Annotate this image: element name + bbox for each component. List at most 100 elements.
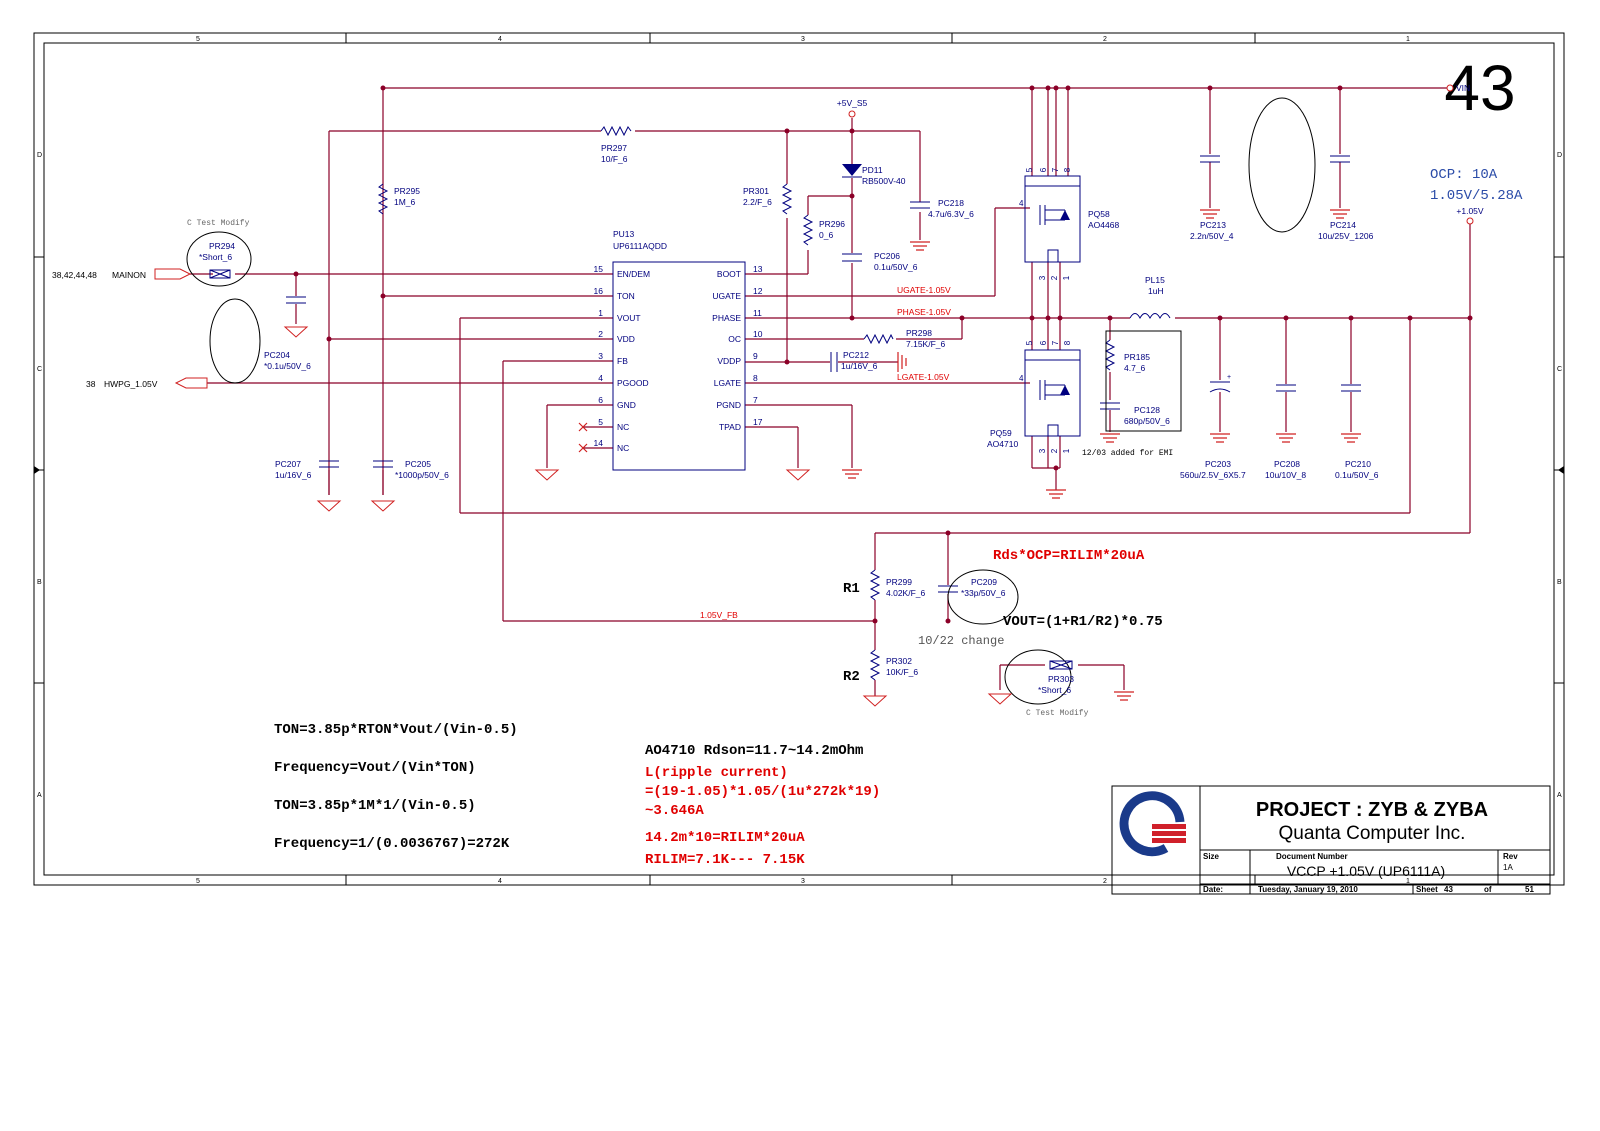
svg-text:+: + <box>1227 374 1231 381</box>
pc205-ref: PC205 <box>405 459 431 469</box>
pr298-val: 7.15K/F_6 <box>906 339 945 349</box>
pr294-note: C Test Modify <box>187 219 250 228</box>
ic-pin-name-pgood: PGOOD <box>617 378 649 388</box>
pc208-symbol <box>1276 384 1296 392</box>
pc128-symbol <box>1100 402 1120 410</box>
note-frequency-formula: Frequency=Vout/(Vin*TON) <box>274 760 476 776</box>
pr297-val: 10/F_6 <box>601 154 628 164</box>
pc206-ref: PC206 <box>874 251 900 261</box>
pc218-ref: PC218 <box>938 198 964 208</box>
vin-label: VIN <box>1456 83 1470 93</box>
gnd-pc205 <box>370 500 396 512</box>
ic-pin-num-16: 16 <box>594 286 604 296</box>
ic-pin-num-3: 3 <box>598 351 603 361</box>
border-col-5-top: 5 <box>196 36 200 43</box>
ic-pin-num-12: 12 <box>753 286 763 296</box>
rev-value: 1A <box>1503 863 1513 872</box>
pr301-val: 2.2/F_6 <box>743 197 772 207</box>
ic-pin-num-13: 13 <box>753 264 763 274</box>
pq58-pin-7: 7 <box>1051 167 1060 172</box>
pc204-val: *0.1u/50V_6 <box>264 361 311 371</box>
pc210-ref: PC210 <box>1345 459 1371 469</box>
v105-port: +1.05V <box>1456 206 1484 225</box>
ic-pin-name-nc2: NC <box>617 443 629 453</box>
pc128-val: 680p/50V_6 <box>1124 416 1170 426</box>
input-cap-mark-ellipse <box>1248 97 1316 233</box>
pr296-symbol <box>802 214 814 246</box>
pc209-symbol <box>938 585 958 593</box>
pr299-ref: PR299 <box>886 577 912 587</box>
ic-pin-num-2: 2 <box>598 329 603 339</box>
ic-pin-num-5: 5 <box>598 417 603 427</box>
pr295-symbol <box>377 183 389 215</box>
size-label: Size <box>1203 852 1220 861</box>
ic-pin-name-nc1: NC <box>617 422 629 432</box>
pc212-symbol <box>830 352 838 372</box>
pq58-ref: PQ58 <box>1088 209 1110 219</box>
pc204-ref: PC204 <box>264 350 290 360</box>
pq59-pin-6: 6 <box>1039 340 1048 345</box>
ic-pin-name-vout: VOUT <box>617 313 641 323</box>
resistor-symbols <box>377 125 1116 681</box>
net-lgate: LGATE-1.05V <box>897 372 950 382</box>
pc207-symbol <box>319 460 339 468</box>
pq59-val: AO4710 <box>987 439 1018 449</box>
ic-pin-name-fb: FB <box>617 356 628 366</box>
pq59-ref: PQ59 <box>990 428 1012 438</box>
pc204-symbol <box>286 296 306 304</box>
border-col-2-bottom: 2 <box>1103 878 1107 885</box>
mainon-label: MAINON <box>112 270 146 280</box>
vin-port: VIN <box>1446 83 1470 93</box>
pc203-symbol: + <box>1209 374 1231 393</box>
vout-equation: VOUT=(1+R1/R2)*0.75 <box>1003 614 1163 630</box>
ic-pin-num-17: 17 <box>753 417 763 427</box>
pl15-inductor <box>1129 313 1171 320</box>
gnd-pc207 <box>316 500 342 512</box>
gnd-tpad <box>785 469 811 481</box>
pq59-pin-5: 5 <box>1025 340 1034 345</box>
pr301-ref: PR301 <box>743 186 769 196</box>
pr294-val: *Short_6 <box>199 252 232 262</box>
pc203-val: 560u/2.5V_6X5.7 <box>1180 470 1246 480</box>
ic-pin-name-vddp: VDDP <box>717 356 741 366</box>
pr303-val: *Short_6 <box>1038 685 1071 695</box>
v105-label: +1.05V <box>1456 206 1484 216</box>
note-ripple-result: ~3.646A <box>645 803 704 819</box>
pgnd-symbols <box>842 209 1361 701</box>
ic-part: UP6111AQDD <box>613 241 667 251</box>
sheet-value: 43 <box>1444 885 1453 894</box>
pd11-diode <box>842 164 862 178</box>
pc214-ref: PC214 <box>1330 220 1356 230</box>
pr294-ref: PR294 <box>209 241 235 251</box>
pr302-ref: PR302 <box>886 656 912 666</box>
ic-pin-name-tpad: TPAD <box>719 422 741 432</box>
ic-pin-num-14: 14 <box>594 438 604 448</box>
pr303-ref: PR303 <box>1048 674 1074 684</box>
pq59-mosfet <box>1024 349 1081 437</box>
border-col-5-bottom: 5 <box>196 878 200 885</box>
ic-pin-num-15: 15 <box>594 264 604 274</box>
ic-pin-num-10: 10 <box>753 329 763 339</box>
sheet-number: 43 <box>1444 52 1515 124</box>
border-row-b-right: B <box>1557 579 1562 586</box>
gnd-pr303 <box>987 693 1013 705</box>
pr297-symbol <box>600 125 632 137</box>
doc-title: VCCP +1.05V (UP6111A) <box>1287 863 1445 879</box>
border-col-3-top: 3 <box>801 36 805 43</box>
title-block: PROJECT : ZYB & ZYBA Quanta Computer Inc… <box>1111 785 1551 895</box>
pq59-pin-8: 8 <box>1063 340 1072 345</box>
emi-note: 12/03 added for EMI <box>1082 449 1173 458</box>
pc209-ref: PC209 <box>971 577 997 587</box>
pq58-pin-3: 3 <box>1038 275 1047 280</box>
pc205-symbol <box>373 460 393 468</box>
border-col-3-bottom: 3 <box>801 878 805 885</box>
pr185-val: 4.7_6 <box>1124 363 1146 373</box>
note-rdson: AO4710 Rdson=11.7~14.2mOhm <box>645 743 863 759</box>
ic-pin-name-pgnd: PGND <box>716 400 741 410</box>
pc218-symbol <box>910 201 930 209</box>
pc203-ref: PC203 <box>1205 459 1231 469</box>
junction-dots <box>293 85 1473 624</box>
border-col-2-top: 2 <box>1103 36 1107 43</box>
ic-pin-num-1: 1 <box>598 308 603 318</box>
